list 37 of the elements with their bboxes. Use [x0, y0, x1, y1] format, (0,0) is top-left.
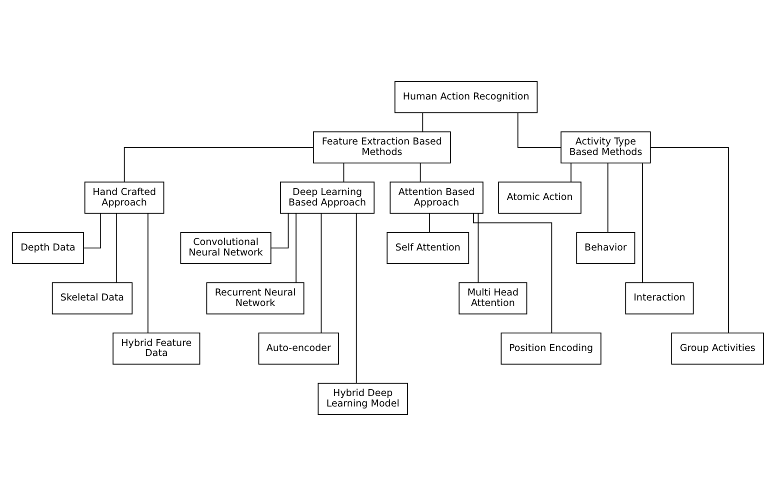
- connector: [343, 162, 344, 182]
- connector: [422, 112, 424, 132]
- node-box: Multi Head Attention: [458, 282, 528, 314]
- node-box: Feature Extraction Based Methods: [312, 131, 451, 164]
- node-box: Attention Based Approach: [390, 182, 484, 214]
- connector: [116, 212, 117, 283]
- node-box: Hybrid Feature Data: [112, 332, 200, 365]
- node-box: Human Action Recognition: [394, 81, 538, 114]
- connector: [642, 162, 643, 284]
- connector: [517, 112, 562, 148]
- node-box: Recurrent Neural Network: [206, 282, 304, 314]
- connector: [570, 162, 572, 182]
- node-box: Position Encoding: [500, 332, 602, 365]
- node-box: Group Activities: [671, 332, 764, 365]
- node-box: Self Attention: [386, 232, 470, 264]
- connector: [83, 212, 102, 248]
- node-box: Behavior: [576, 232, 636, 264]
- node-box: Atomic Action: [498, 182, 582, 214]
- connector: [473, 213, 552, 334]
- node-box: Auto-encoder: [258, 332, 339, 365]
- connector: [356, 213, 357, 384]
- connector: [270, 212, 289, 248]
- connector: [478, 212, 479, 283]
- connector: [320, 213, 322, 334]
- node-box: Skeletal Data: [52, 282, 133, 314]
- node-box: Activity Type Based Methods: [560, 131, 651, 164]
- node-box: Hybrid Deep Learning Model: [318, 382, 408, 415]
- node-box: Deep Learning Based Approach: [280, 182, 375, 214]
- connector: [420, 162, 421, 182]
- node-box: Interaction: [625, 282, 694, 314]
- connector: [124, 146, 314, 182]
- node-box: Hand Crafted Approach: [84, 182, 164, 214]
- connector: [428, 212, 430, 233]
- connector: [607, 162, 608, 232]
- node-box: Depth Data: [12, 232, 84, 264]
- connector: [650, 146, 729, 334]
- node-box: Convolutional Neural Network: [180, 232, 272, 264]
